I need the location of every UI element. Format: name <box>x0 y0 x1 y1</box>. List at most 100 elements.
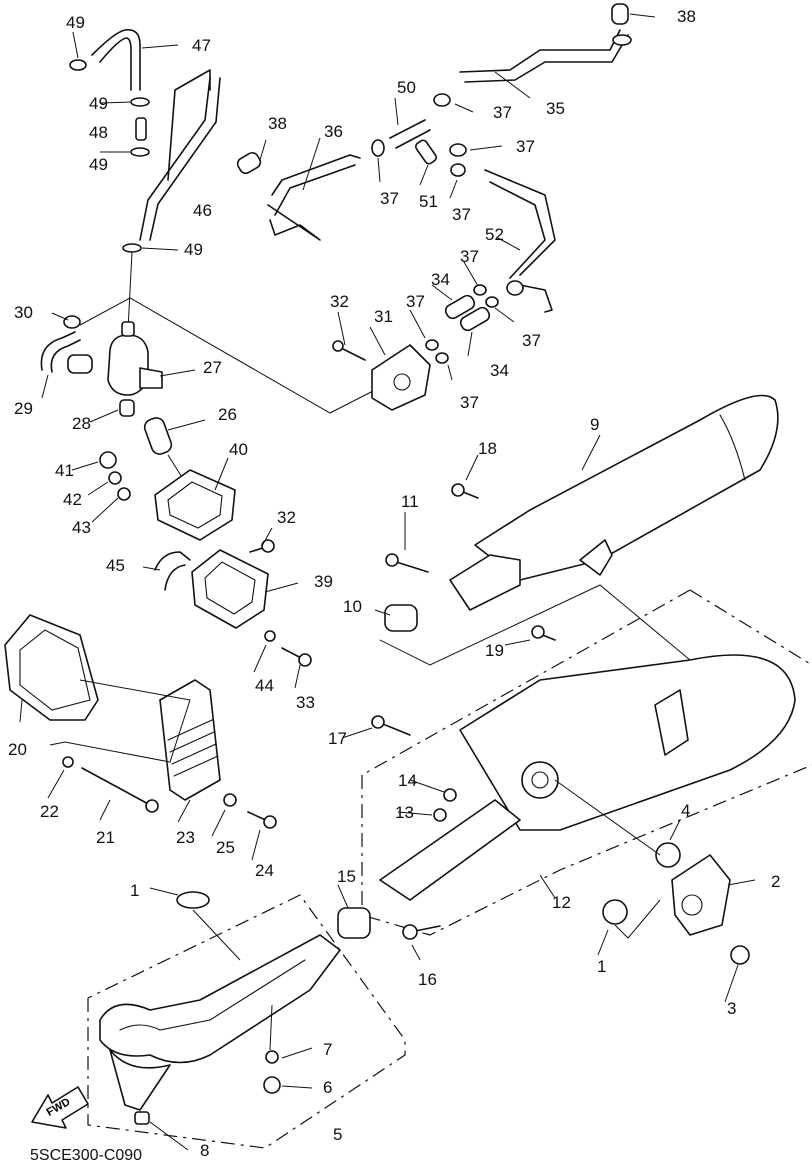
flange-2-hole <box>681 894 703 916</box>
housing-20-detail <box>19 629 91 711</box>
cap-28 <box>119 399 135 417</box>
callout-c52: 52 <box>485 225 504 244</box>
washer-44 <box>264 630 276 642</box>
joint-51 <box>414 139 438 165</box>
hose-29 <box>40 331 81 373</box>
joint-29 <box>67 354 93 374</box>
callout-c18: 18 <box>478 439 497 458</box>
bolt-17-head <box>371 715 385 729</box>
callout-c37g: 37 <box>522 331 541 350</box>
hose-45 <box>154 551 191 591</box>
callout-c48: 48 <box>89 123 108 142</box>
hose-group-line <box>79 297 376 414</box>
cover-39-inner <box>204 561 256 615</box>
screw-33-head <box>298 653 312 667</box>
callout-c17: 17 <box>328 729 347 748</box>
clamp-37-34b <box>485 296 499 308</box>
air-hoses <box>69 3 632 332</box>
gasket-10 <box>384 604 418 632</box>
washer-25 <box>223 793 237 807</box>
callout-c1a: 1 <box>130 881 139 900</box>
nut-13 <box>433 808 447 822</box>
callout-c39: 39 <box>314 572 333 591</box>
callout-c11: 11 <box>401 492 419 511</box>
washer-42 <box>108 471 122 485</box>
clamp-37-34a <box>473 284 487 296</box>
callout-c34b: 34 <box>490 361 509 380</box>
hose-46-lead <box>127 251 133 331</box>
clamp-37-51a <box>449 143 467 157</box>
muffler-9-body <box>474 394 779 581</box>
pipe-5-inner <box>119 959 306 1031</box>
hose-52-bracket <box>519 284 553 313</box>
callout-c30: 30 <box>14 303 33 322</box>
muffler-9-seam <box>719 414 746 481</box>
muffler-12-inlet-inner <box>531 771 549 789</box>
cover-40-inner <box>167 481 223 529</box>
washer-7 <box>265 1050 279 1064</box>
cover-40 <box>154 469 236 541</box>
callout-c29: 29 <box>14 399 33 418</box>
callout-c47: 47 <box>192 36 211 55</box>
muffler-9 <box>384 394 779 632</box>
callout-c49c: 49 <box>89 155 108 174</box>
valve-27-top <box>121 321 135 337</box>
washer-14 <box>443 788 457 802</box>
valve-27-side <box>139 367 163 389</box>
callout-c37e: 37 <box>460 247 479 266</box>
hose-36 <box>271 154 361 216</box>
clamp-49-a <box>130 97 150 107</box>
hose-52-end <box>506 280 524 296</box>
callout-c43: 43 <box>72 518 91 537</box>
callout-c49b: 49 <box>89 94 108 113</box>
callout-c37a: 37 <box>493 103 512 122</box>
clamp-37-36 <box>371 139 385 157</box>
clamp-37-35b <box>433 93 451 107</box>
hose-36-loop <box>267 204 321 241</box>
callout-c40: 40 <box>229 440 248 459</box>
clamp-49-top <box>69 59 87 71</box>
callout-c37b: 37 <box>516 137 535 156</box>
reed-valve-body <box>371 344 431 411</box>
callout-c35: 35 <box>546 99 565 118</box>
callout-c19: 19 <box>485 641 504 660</box>
callout-c27: 27 <box>203 358 222 377</box>
callout-c24: 24 <box>255 861 274 880</box>
hose-35 <box>459 29 629 83</box>
bolt-21-head <box>145 799 159 813</box>
callout-c41: 41 <box>55 461 74 480</box>
washer-22 <box>62 756 74 768</box>
hose-46 <box>139 77 221 241</box>
cover-23 <box>159 679 221 801</box>
front-pipe-boundary <box>87 894 406 1149</box>
callout-c37h: 37 <box>460 393 479 412</box>
callout-c37f: 37 <box>406 292 425 311</box>
gasket-1-left <box>176 891 210 909</box>
callout-c13: 13 <box>395 803 414 822</box>
clamp-37-31b <box>435 352 449 364</box>
callout-c28: 28 <box>72 414 91 433</box>
housing-20 <box>4 614 99 721</box>
nut-41 <box>99 451 117 469</box>
callout-c7: 7 <box>323 1040 332 1059</box>
callout-c36: 36 <box>324 122 343 141</box>
pipe-5-body <box>99 934 341 1064</box>
gasket-1-right <box>602 899 628 925</box>
callout-c49a: 49 <box>66 13 85 32</box>
clamp-37-51b <box>450 163 466 177</box>
callout-c32a: 32 <box>330 292 349 311</box>
joint-48 <box>135 117 147 141</box>
muffler-9-bracket <box>579 539 613 576</box>
nut-3 <box>730 945 750 965</box>
muffler-12-hanger <box>654 689 689 756</box>
callout-c23: 23 <box>176 828 195 847</box>
callout-c1b: 1 <box>597 957 606 976</box>
gasket-lead <box>554 779 661 939</box>
callout-c20: 20 <box>8 740 27 759</box>
callout-c2: 2 <box>771 872 780 891</box>
callout-c32b: 32 <box>277 508 296 527</box>
flange-2 <box>671 854 731 936</box>
callout-c3: 3 <box>727 999 736 1018</box>
callout-c21: 21 <box>96 828 115 847</box>
